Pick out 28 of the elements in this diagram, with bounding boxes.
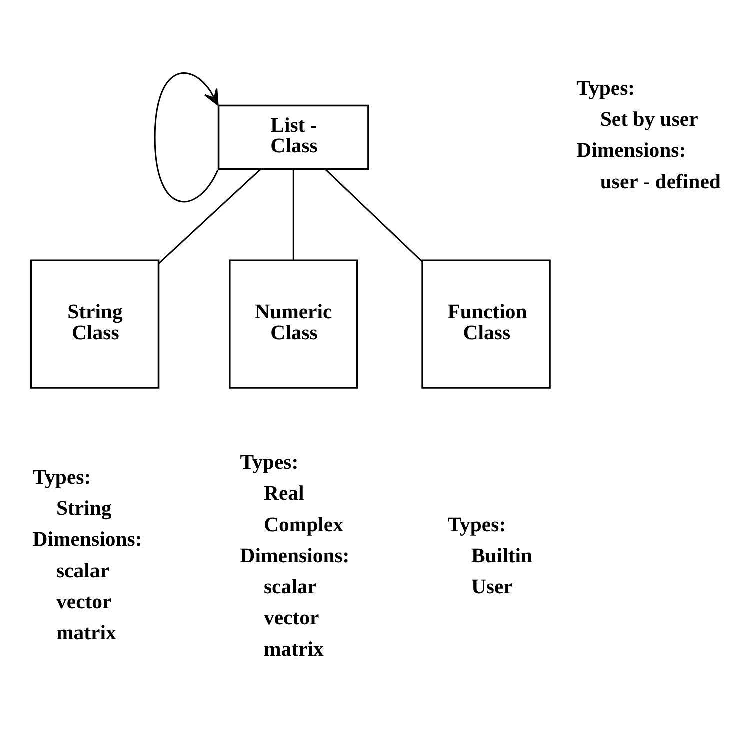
node-label: vector: [264, 608, 320, 630]
node-label: Dimensions:: [576, 140, 686, 162]
connector: [325, 169, 423, 262]
node-label: user - defined: [600, 171, 721, 194]
node-box: Numeric Class: [229, 260, 358, 389]
arrow: [154, 72, 219, 203]
node-label: Set by user: [600, 109, 698, 132]
node-label: Dimensions:: [32, 529, 142, 552]
node-label: Real: [264, 483, 304, 506]
node-box: String Class: [30, 260, 160, 389]
node-label: String: [56, 498, 112, 520]
node-label: Builtin: [471, 545, 533, 568]
node-label: Types:: [448, 514, 506, 536]
node-label: Types:: [32, 466, 92, 489]
node-label: matrix: [264, 638, 324, 661]
node-box: List - Class: [218, 104, 370, 170]
node-label: Types:: [240, 452, 299, 474]
node-label: Dimensions:: [240, 545, 350, 568]
connector: [292, 170, 294, 260]
connector: [158, 169, 261, 264]
node-label: scalar: [56, 560, 110, 582]
node-label: scalar: [264, 576, 317, 599]
node-label: Complex: [264, 514, 344, 536]
node-label: User: [471, 576, 513, 599]
node-box: Function Class: [422, 260, 551, 389]
node-label: matrix: [56, 622, 116, 645]
node-label: vector: [56, 591, 112, 614]
node-label: Types:: [576, 78, 636, 100]
